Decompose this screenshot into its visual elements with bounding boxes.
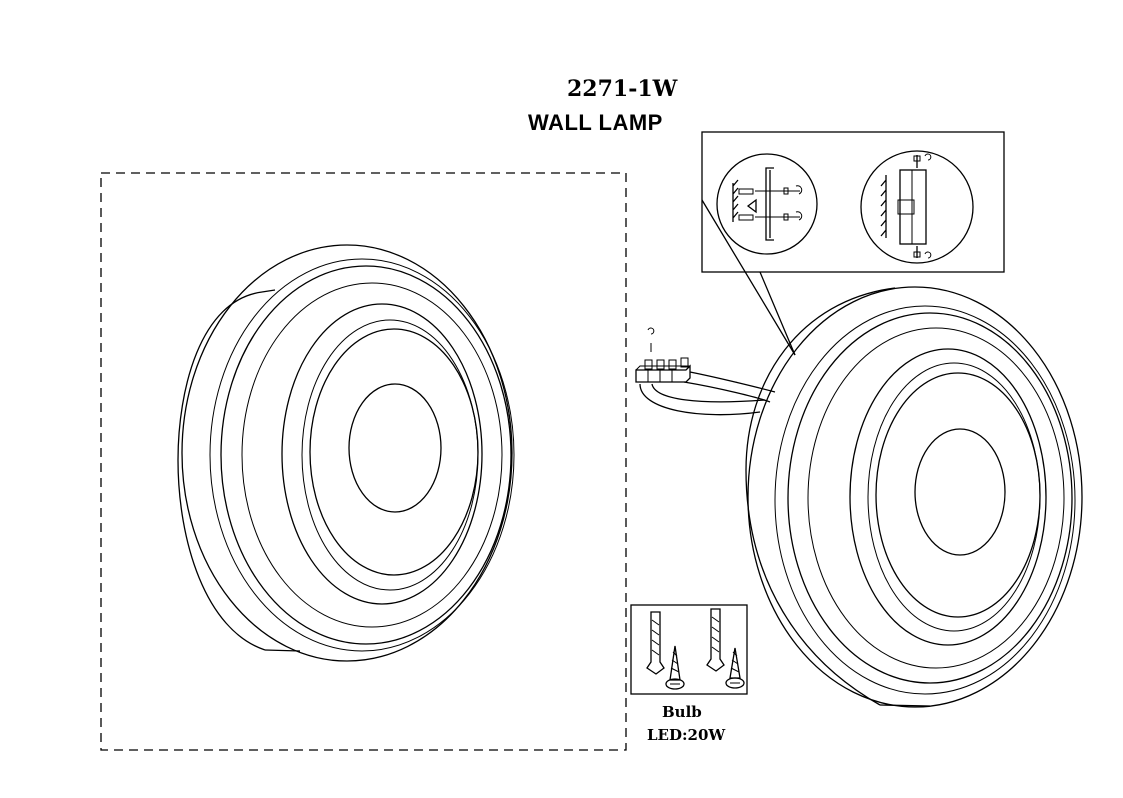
screw-icon [725, 647, 745, 689]
power-cable [639, 371, 776, 416]
front-view-dashed-frame [100, 172, 627, 751]
bulb-label: Bulb [662, 703, 702, 721]
mounting-detail-callout [701, 131, 1005, 356]
terminal-block [635, 327, 691, 383]
model-number: 2271-1W [567, 76, 678, 102]
screw-icon [665, 645, 685, 690]
canopy-attachment-detail [860, 150, 974, 264]
hardware-kit-box [630, 604, 748, 695]
wall-plug-icon [646, 611, 665, 675]
lamp-front-view [177, 244, 515, 662]
bracket-fixing-detail [716, 153, 818, 255]
wall-plug-icon [706, 608, 725, 672]
product-title: WALL LAMP [528, 110, 663, 135]
lamp-perspective-view [745, 286, 1083, 708]
bulb-spec: LED:20W [647, 726, 726, 744]
